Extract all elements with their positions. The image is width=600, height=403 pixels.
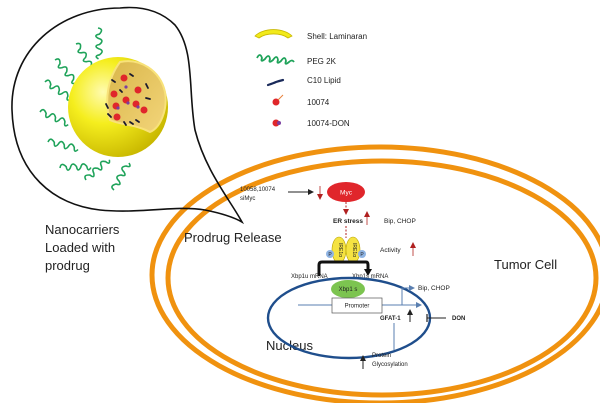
myc-node — [327, 182, 365, 202]
tumor-cell-label: Tumor Cell — [494, 257, 557, 272]
promoter-label: Promoter — [345, 304, 370, 310]
gfat1-label: GFAT-1 — [380, 316, 401, 322]
activity-label: Activity — [380, 247, 401, 254]
xbp1s-node — [331, 280, 365, 298]
legend-label-shell: Shell: Laminaran — [307, 32, 367, 41]
svg-text:P: P — [328, 252, 332, 258]
splicing-bracket — [317, 260, 370, 276]
nanocarrier-callout-outline — [11, 6, 245, 225]
peg-icon — [256, 54, 295, 65]
prodrug-release-label: Prodrug Release — [184, 230, 282, 245]
lipid-icon — [266, 78, 285, 87]
bip-chop-label-1: Bip, CHOP — [384, 218, 416, 225]
phospho-left — [326, 250, 334, 258]
nanocarriers-label-line1: Nanocarriers — [45, 222, 120, 237]
cell-membrane-inner — [165, 158, 599, 398]
protein-glyco-line2: Glycosylation — [372, 362, 408, 368]
legend-label-10074-don: 10074-DON — [307, 119, 350, 128]
nanocarriers-label-line2: Loaded with — [45, 240, 115, 255]
bip-chop-label-2: Bip, CHOP — [418, 285, 450, 292]
cell-membrane-outer — [149, 144, 600, 403]
nanocarrier-sphere — [68, 57, 168, 157]
shell-icon — [254, 29, 293, 39]
xbp1s-label: Xbp1 s — [339, 287, 358, 293]
phospho-right — [358, 250, 366, 258]
legend: Shell: Laminaran PEG 2K C10 Lipid 10074 … — [254, 29, 367, 128]
inhibitors-label-line2: siMyc — [240, 196, 255, 202]
legend-label-10074: 10074 — [307, 98, 330, 107]
don-label: DON — [452, 316, 465, 322]
myc-label: Myc — [340, 190, 353, 197]
er-stress-label: ER stress — [333, 218, 363, 225]
inhibitors-label-line1: 10058,10074 — [240, 187, 276, 193]
drug-10074-don-icon — [272, 119, 280, 127]
ire1a-left-label: IRE1α — [337, 243, 343, 257]
ire1a-right-label: IRE1α — [351, 243, 357, 257]
legend-label-lipid: C10 Lipid — [307, 76, 341, 85]
legend-label-peg: PEG 2K — [307, 57, 337, 66]
nanocarriers-label-line3: prodrug — [45, 258, 90, 273]
peg-chains — [39, 27, 131, 191]
pathway: 10058,10074 siMyc Myc ER stress Bip, CHO… — [240, 182, 465, 369]
drug-10074-icon — [272, 98, 280, 106]
promoter-box — [331, 297, 383, 314]
protein-glyco-line1: Protein — [372, 353, 391, 359]
xbp1u-mrna-label: Xbp1u mRNA — [291, 274, 328, 280]
svg-text:P: P — [360, 252, 364, 258]
xbp1s-mrna-label: Xbp1s mRNA — [352, 274, 388, 280]
